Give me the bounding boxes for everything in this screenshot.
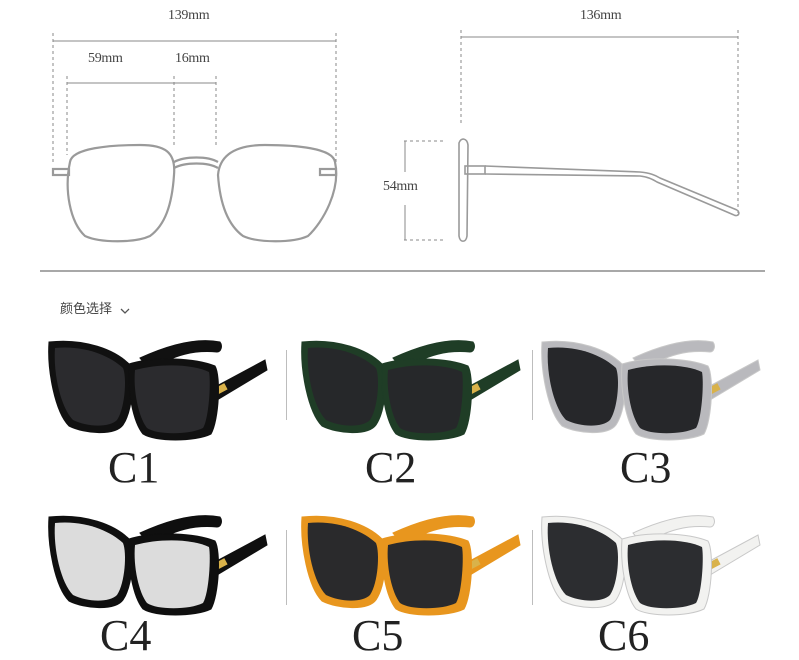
side-frame-outline <box>458 138 740 243</box>
variant-divider <box>286 350 287 420</box>
sunglasses-image <box>48 340 268 441</box>
variant-code-label: C5 <box>352 611 404 660</box>
variant-code-label: C6 <box>598 611 650 660</box>
sunglasses-image <box>301 340 521 441</box>
sunglasses-image <box>301 515 521 616</box>
front-frame-outline <box>51 143 338 243</box>
variant-divider <box>286 530 287 605</box>
variant-divider <box>532 530 533 605</box>
section-divider <box>40 270 765 272</box>
sunglasses-image <box>541 340 761 441</box>
color-select-label: 颜色选择 <box>60 302 113 317</box>
lens-width-label: 59mm <box>88 51 123 66</box>
front-view-dimension-lines <box>51 33 338 243</box>
sunglasses-image <box>541 515 761 616</box>
color-select-dropdown[interactable]: 颜色选择 <box>60 298 130 317</box>
side-view-dimension-lines <box>404 30 740 243</box>
variant-code-label: C1 <box>108 443 160 492</box>
chevron-down-icon <box>120 308 130 314</box>
variant-divider <box>532 350 533 420</box>
variant-code-label: C2 <box>365 443 417 492</box>
bridge-width-label: 16mm <box>175 51 210 66</box>
sunglasses-image <box>48 515 268 616</box>
variant-code-label: C4 <box>100 611 152 660</box>
total-width-label: 139mm <box>168 8 210 23</box>
lens-height-label: 54mm <box>383 179 418 194</box>
temple-length-label: 136mm <box>580 8 622 23</box>
variant-code-label: C3 <box>620 443 672 492</box>
